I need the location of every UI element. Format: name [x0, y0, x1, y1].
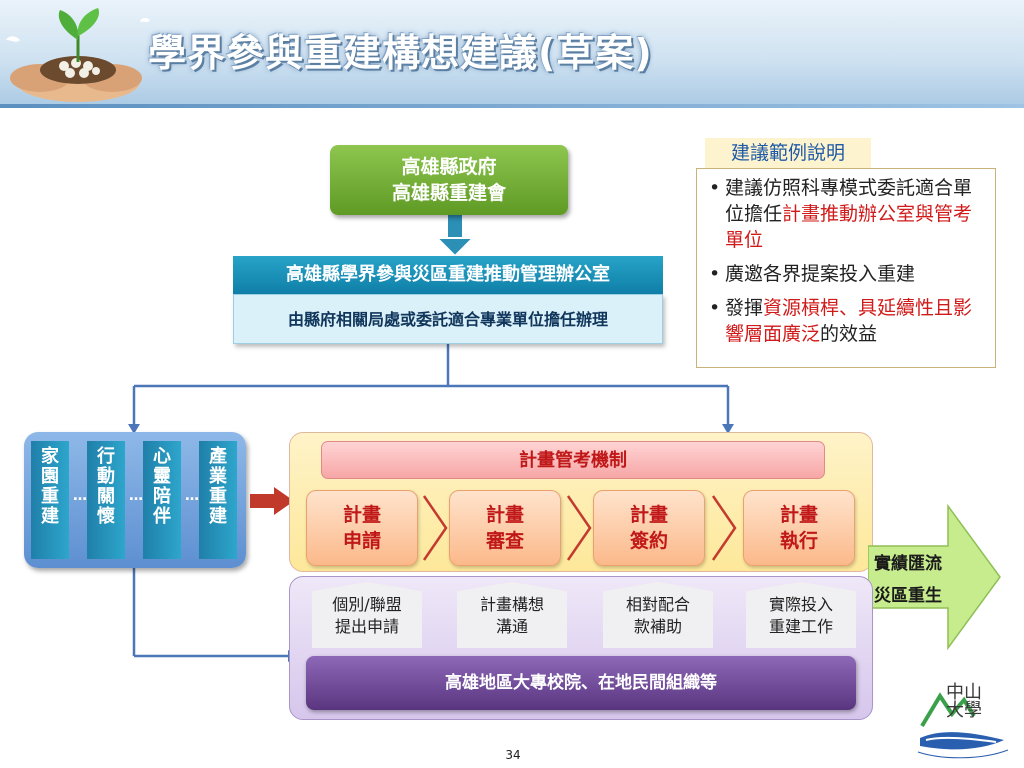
chevron-right-icon [422, 495, 448, 561]
outcome-arrow-icon [868, 504, 1001, 650]
category-spiritual-support: 心 靈 陪 伴 [143, 441, 181, 559]
action-line-1: 計畫構想 [479, 595, 544, 614]
category-char: 產 [209, 446, 227, 467]
category-char: 懷 [97, 506, 115, 527]
step-line-2: 簽約 [629, 530, 668, 552]
note-item-3: •發揮資源槓桿、具延續性且影響層面廣泛的效益 [709, 295, 985, 347]
header-divider [0, 104, 1024, 108]
category-char: 心 [153, 446, 171, 467]
gov-line-1: 高雄縣政府 [401, 156, 497, 178]
action-line-2: 重建工作 [768, 617, 833, 636]
outcome-text: 實績匯流 災區重生 [874, 548, 970, 612]
category-char: 靈 [153, 466, 171, 487]
ellipsis: … [73, 488, 87, 504]
bullet: • [709, 297, 721, 319]
note-item-1: •建議仿照科專模式委託適合單位擔任計畫推動辦公室與管考單位 [709, 175, 985, 253]
note-item-3-highlight: 資源槓桿、具延續性且影響層面廣泛 [725, 297, 973, 345]
category-char: 業 [209, 466, 227, 487]
step-sign: 計畫 簽約 [593, 490, 705, 566]
chevron-right-icon [566, 495, 592, 561]
step-line-2: 審查 [485, 530, 524, 552]
management-office-description: 由縣府相關局處或委託適合專業單位擔任辦理 [233, 294, 663, 344]
university-logo [917, 692, 1009, 759]
bullet: • [709, 177, 721, 199]
category-action-care: 行 動 關 懷 [87, 441, 125, 559]
note-item-2-text: 廣邀各界提案投入重建 [725, 263, 916, 285]
step-execute: 計畫 執行 [743, 490, 855, 566]
step-review: 計畫 審查 [449, 490, 561, 566]
bullet: • [709, 263, 721, 285]
step-line-2: 執行 [779, 530, 818, 552]
category-char: 動 [97, 466, 115, 487]
logo-text: 中山大學 [946, 682, 982, 721]
category-char: 關 [97, 486, 115, 507]
step-line-2: 申請 [342, 530, 381, 552]
action-line-2: 提出申請 [334, 617, 399, 636]
step-line-1: 計畫 [485, 504, 524, 526]
outcome-line-1: 實績匯流 [874, 554, 942, 574]
category-char: 建 [41, 506, 59, 527]
category-home-rebuild: 家 園 重 建 [31, 441, 69, 559]
action-line-1: 相對配合 [625, 595, 690, 614]
ellipsis: … [129, 488, 143, 504]
page-number: 34 [505, 748, 521, 762]
note-box: •建議仿照科專模式委託適合單位擔任計畫推動辦公室與管考單位 •廣邀各界提案投入重… [696, 168, 996, 368]
management-office-title: 高雄縣學界參與災區重建推動管理辦公室 [233, 256, 663, 294]
category-char: 重 [41, 486, 59, 507]
header-band [0, 0, 1024, 108]
note-item-1-text: 建議仿照科專模式委託適合單位擔任 [725, 177, 973, 225]
category-char: 行 [97, 446, 115, 467]
note-title: 建議範例說明 [705, 138, 871, 168]
slide-title: 學界參與重建構想建議(草案) [148, 31, 653, 75]
action-line-2: 款補助 [633, 617, 682, 636]
note-item-1-highlight: 計畫推動辦公室與管考單位 [725, 203, 973, 251]
chevron-right-icon [711, 495, 737, 561]
category-char: 建 [209, 506, 227, 527]
action-line-1: 個別/聯盟 [332, 595, 402, 614]
step-apply: 計畫 申請 [306, 490, 418, 566]
category-industry-rebuild: 產 業 重 建 [199, 441, 237, 559]
ellipsis: … [185, 488, 199, 504]
action-apply: 個別/聯盟 提出申請 [312, 582, 422, 648]
note-item-3-text-a: 發揮 [725, 297, 764, 319]
category-char: 伴 [153, 506, 171, 527]
action-line-2: 溝通 [495, 617, 528, 636]
category-char: 重 [209, 486, 227, 507]
seedling-hands-icon [6, 8, 150, 102]
action-communicate: 計畫構想 溝通 [457, 582, 567, 648]
note-item-2: •廣邀各界提案投入重建 [709, 261, 985, 287]
gov-line-2: 高雄縣重建會 [391, 182, 506, 204]
mechanism-label: 計畫管考機制 [321, 441, 825, 479]
county-government-box: 高雄縣政府 高雄縣重建會 [330, 145, 568, 215]
action-rebuild-work: 實際投入 重建工作 [746, 582, 856, 648]
note-item-3-text-b: 的效益 [820, 323, 878, 345]
universities-bar: 高雄地區大專校院、在地民間組織等 [306, 656, 856, 710]
outcome-line-2: 災區重生 [874, 586, 942, 606]
category-char: 園 [41, 466, 59, 487]
category-char: 陪 [153, 486, 171, 507]
step-line-1: 計畫 [342, 504, 381, 526]
right-arrow-icon [250, 487, 294, 515]
action-matching-fund: 相對配合 款補助 [603, 582, 713, 648]
step-line-1: 計畫 [779, 504, 818, 526]
action-line-1: 實際投入 [768, 595, 833, 614]
category-char: 家 [41, 446, 59, 467]
step-line-1: 計畫 [629, 504, 668, 526]
